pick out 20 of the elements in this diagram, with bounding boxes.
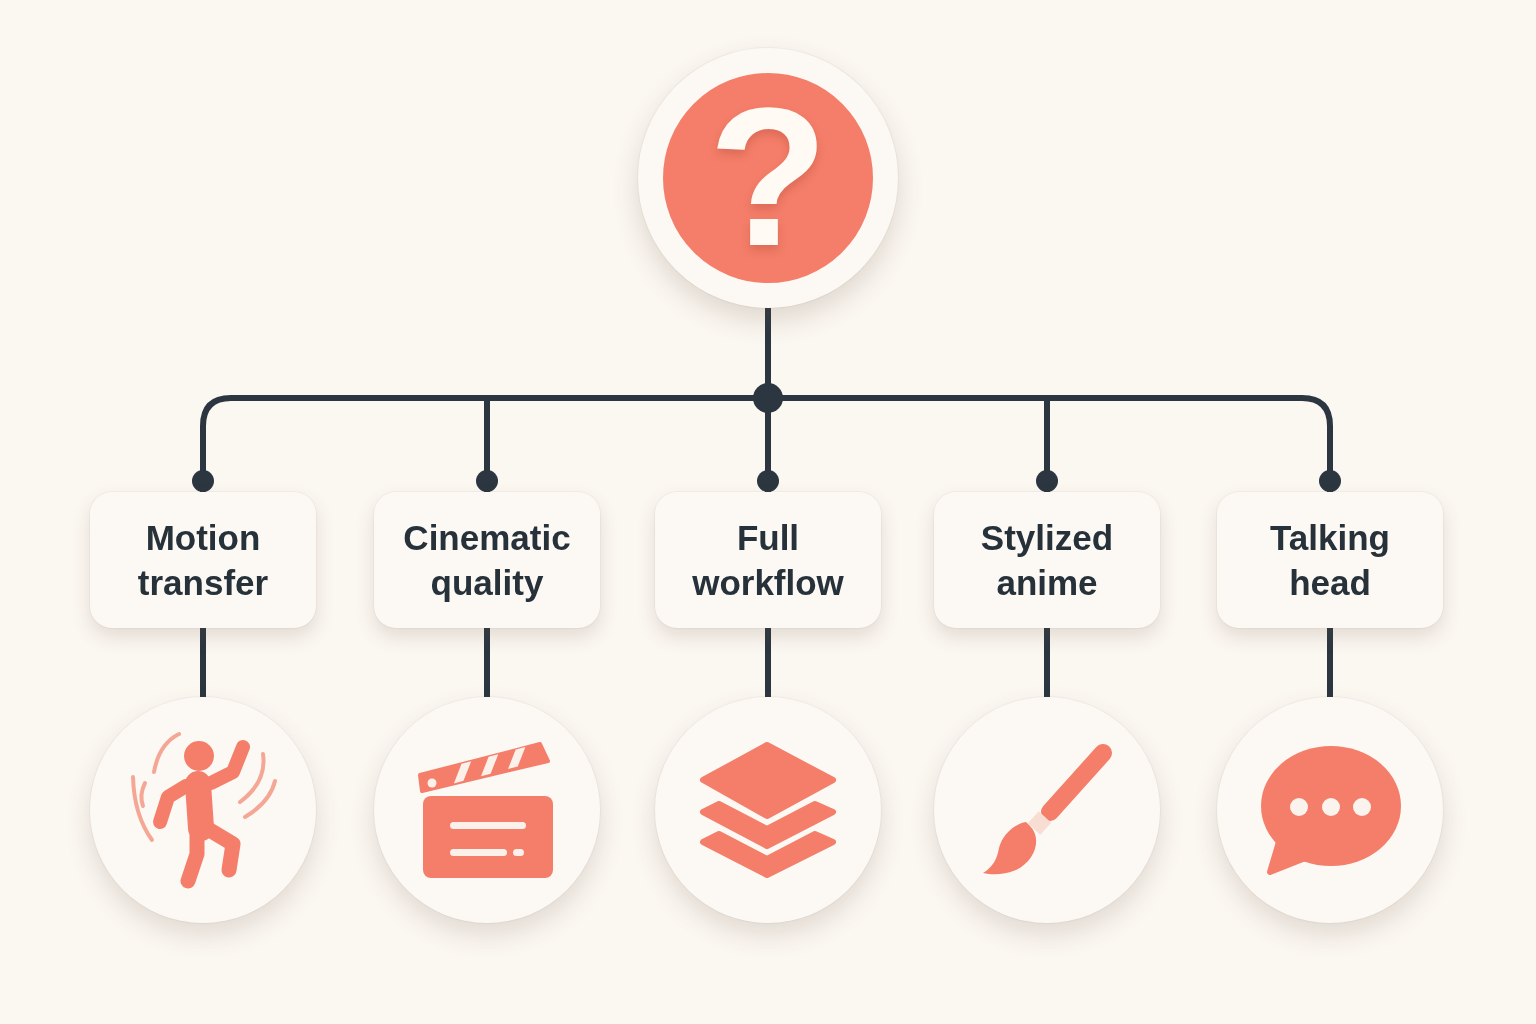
category-box bbox=[655, 492, 881, 628]
connector-line bbox=[200, 628, 206, 697]
connector-line bbox=[484, 628, 490, 697]
category-label: Motion transfer bbox=[136, 517, 270, 604]
connector-line bbox=[1047, 395, 1341, 492]
category-label: Stylized anime bbox=[979, 517, 1115, 604]
connector-line bbox=[1044, 628, 1050, 697]
category-label: Full workflow bbox=[691, 517, 845, 604]
connector-line bbox=[192, 395, 487, 492]
category-box bbox=[934, 492, 1160, 628]
question-mark: ? bbox=[708, 80, 828, 276]
connector-line bbox=[1327, 628, 1333, 697]
category-box bbox=[374, 492, 600, 628]
category-box bbox=[90, 492, 316, 628]
connector-line bbox=[1036, 401, 1058, 492]
connector-line bbox=[765, 628, 771, 697]
connector-line bbox=[476, 401, 498, 492]
category-label: Cinematic quality bbox=[402, 517, 572, 604]
category-box bbox=[1217, 492, 1443, 628]
category-label: Talking head bbox=[1269, 517, 1391, 604]
